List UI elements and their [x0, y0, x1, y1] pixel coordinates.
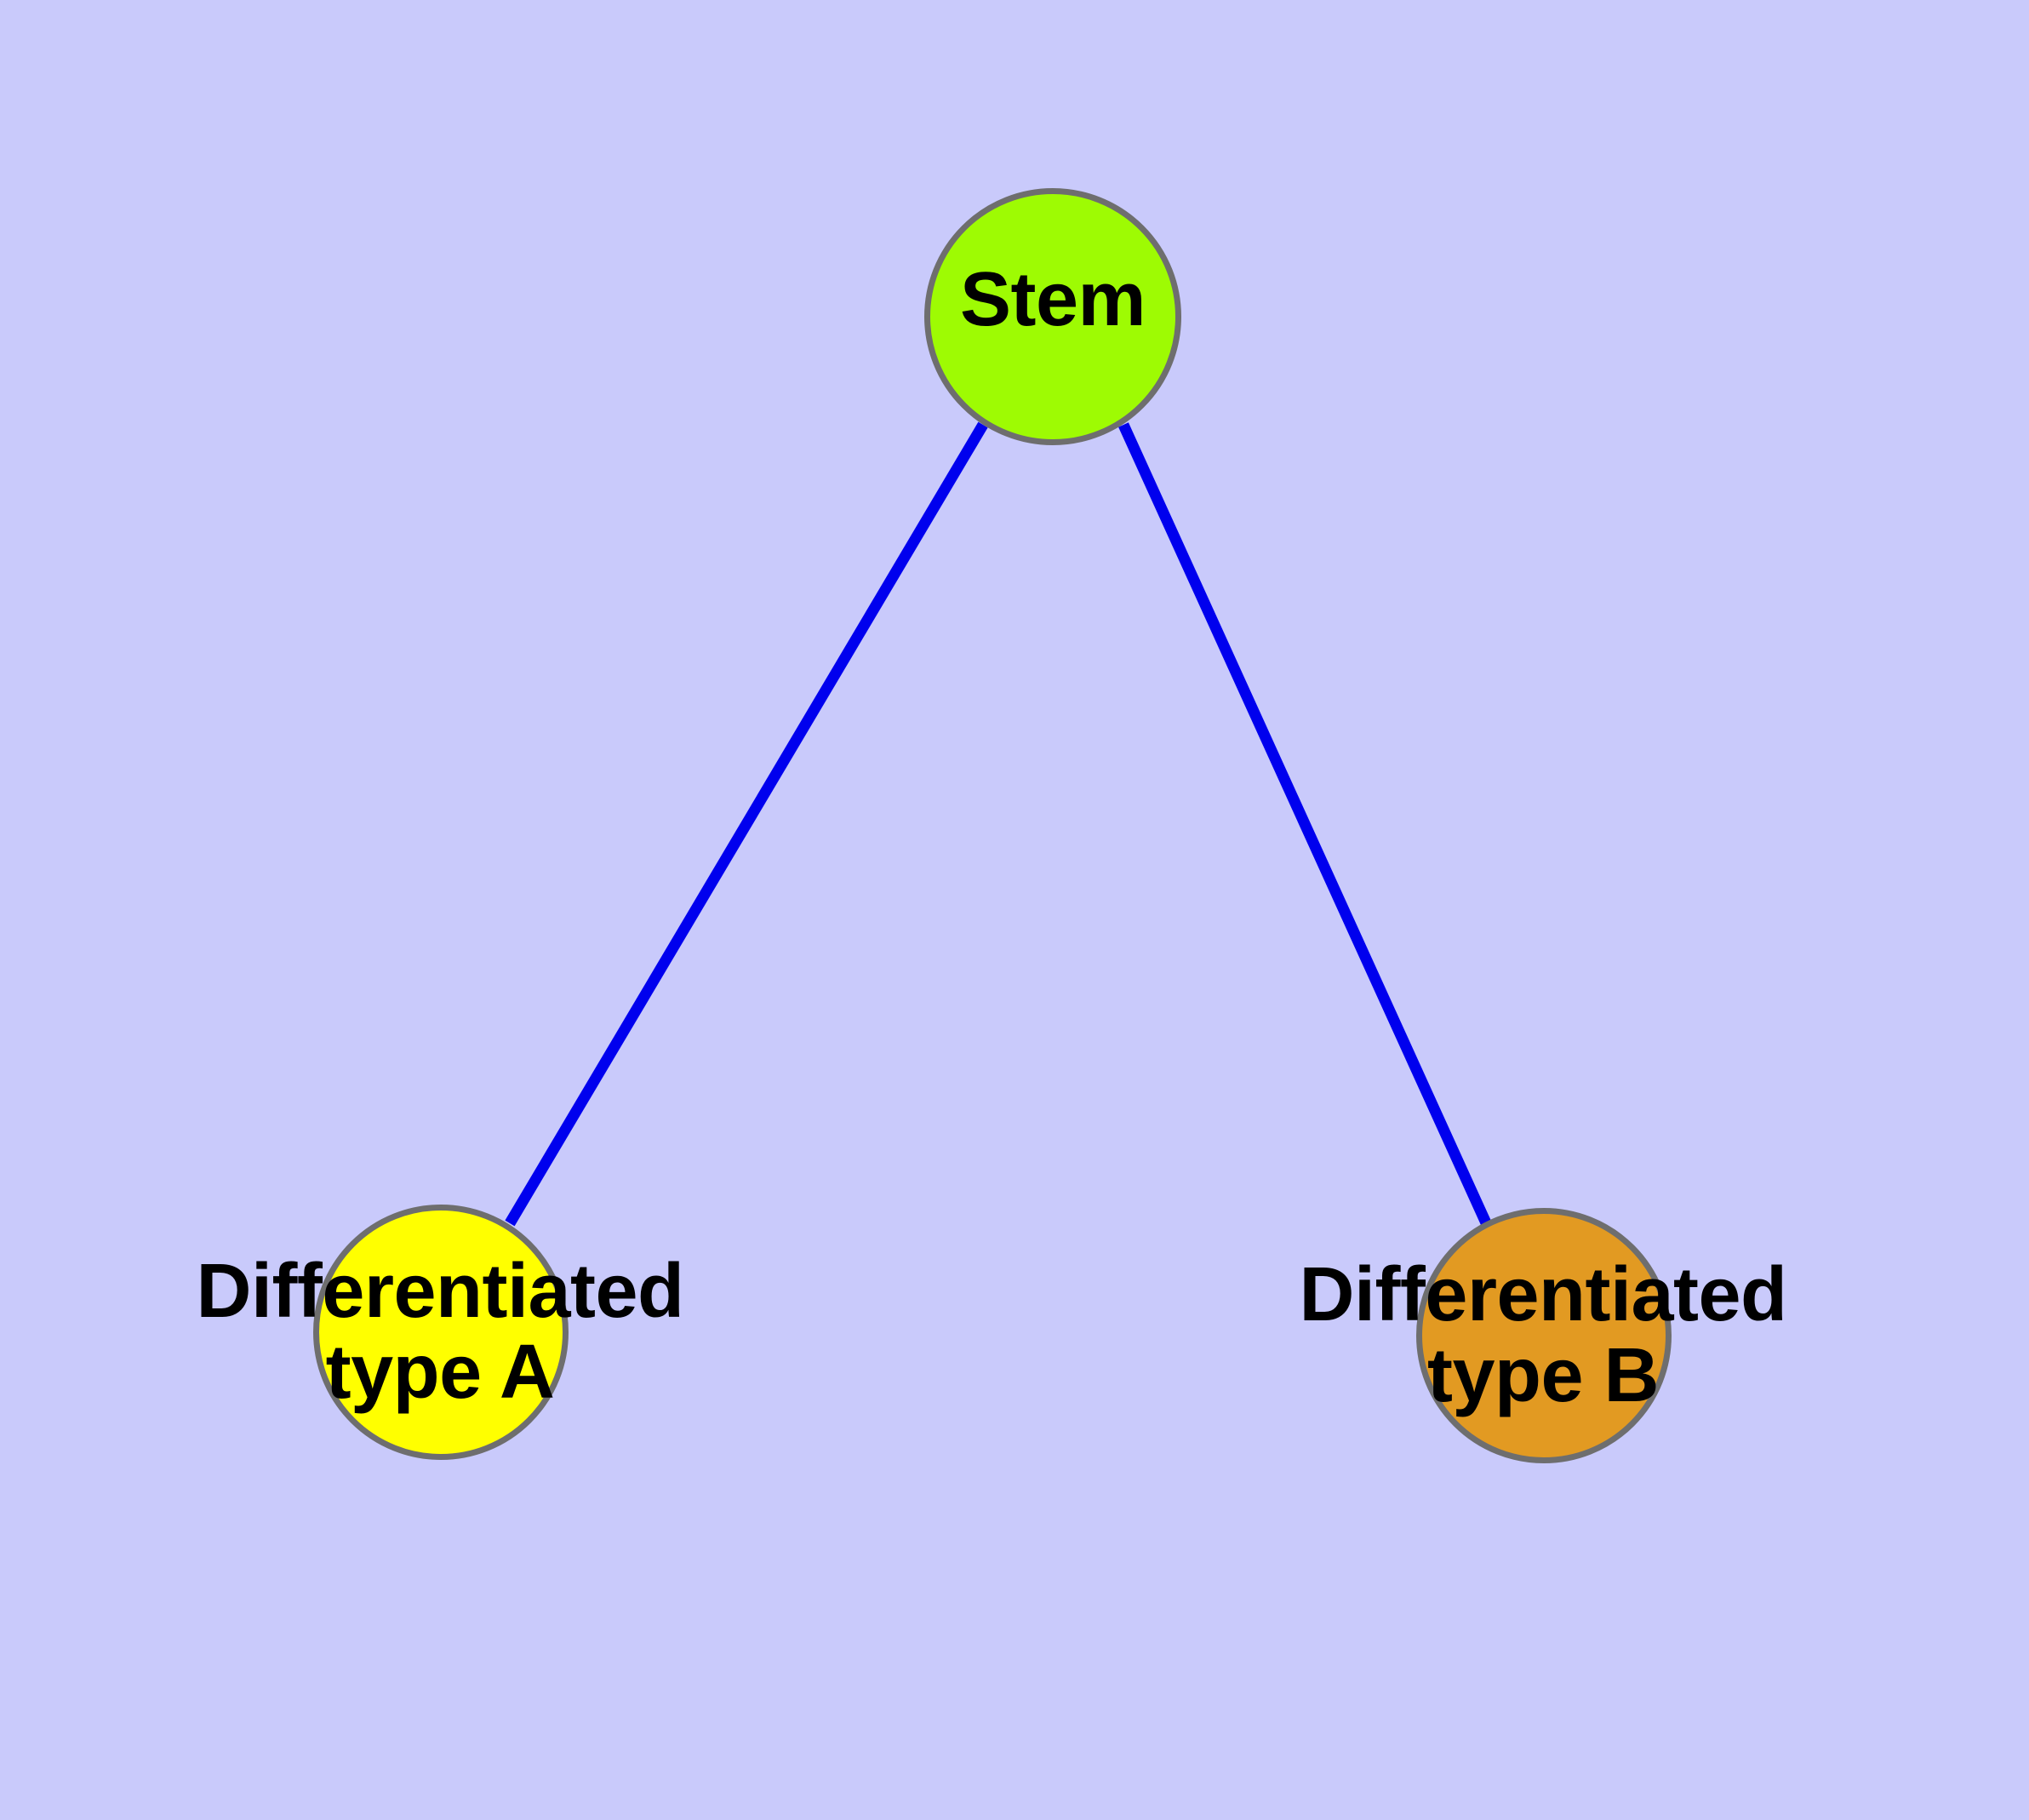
- node-stem[interactable]: [924, 188, 1181, 445]
- edge-stem-to-diff-b[interactable]: [1118, 422, 1493, 1229]
- edge-stem-to-diff-a[interactable]: [505, 421, 988, 1227]
- node-differentiated-type-b[interactable]: [1416, 1208, 1672, 1463]
- node-label-stem: Stem: [959, 257, 1146, 342]
- node-label-differentiated-type-a: Differentiated type A: [196, 1249, 684, 1416]
- node-differentiated-type-a[interactable]: [313, 1205, 569, 1460]
- node-label-differentiated-type-b: Differentiated type B: [1299, 1252, 1787, 1419]
